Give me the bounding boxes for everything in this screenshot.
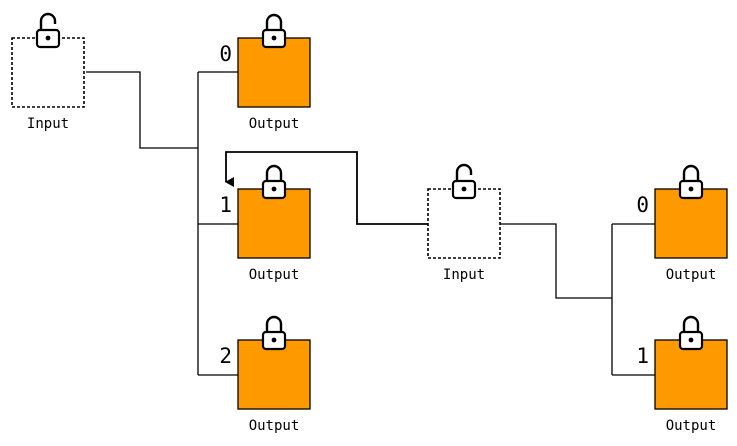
node-label: Output: [249, 418, 300, 434]
output-node-out_a0[interactable]: Output 0: [219, 13, 311, 132]
node-label: Input: [443, 267, 485, 283]
node-label: Output: [666, 418, 717, 434]
output-box[interactable]: [654, 339, 728, 410]
node-label: Output: [249, 267, 300, 283]
lock-icon: [261, 164, 287, 200]
input-box[interactable]: [11, 37, 85, 108]
lock-icon: [261, 315, 287, 351]
edge-input1-tree: [86, 71, 238, 376]
edge-input2-to-output-a1: [225, 151, 428, 225]
input-node-input_2[interactable]: Input: [427, 163, 501, 283]
lock-icon: [678, 315, 704, 351]
input-node-input_1[interactable]: Input: [11, 12, 85, 132]
output-index: 1: [636, 344, 649, 368]
input-box[interactable]: [427, 188, 501, 259]
lock-icon: [678, 164, 704, 200]
lock-icon: [261, 13, 287, 49]
unlock-icon: [35, 12, 61, 49]
output-box[interactable]: [237, 188, 311, 259]
edge-input2-tree: [497, 223, 655, 376]
output-node-out_b1[interactable]: Output 1: [636, 315, 728, 434]
output-index: 0: [636, 193, 649, 217]
output-box[interactable]: [237, 37, 311, 108]
output-index: 2: [219, 344, 232, 368]
output-index: 0: [219, 42, 232, 66]
node-label: Input: [27, 116, 69, 132]
output-box[interactable]: [654, 188, 728, 259]
output-index: 1: [219, 193, 232, 217]
node-label: Output: [249, 116, 300, 132]
output-box[interactable]: [237, 339, 311, 410]
output-node-out_b0[interactable]: Output 0: [636, 164, 728, 283]
output-node-out_a1[interactable]: Output 1: [219, 164, 311, 283]
unlock-icon: [451, 163, 477, 200]
node-label: Output: [666, 267, 717, 283]
output-node-out_a2[interactable]: Output 2: [219, 315, 311, 434]
